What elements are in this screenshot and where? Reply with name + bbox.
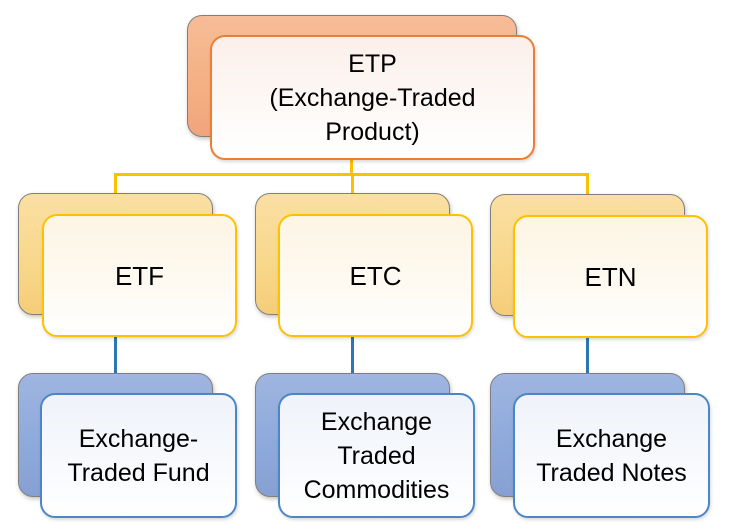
node-exchange-traded-commodities: Exchange Traded Commodities [278,393,475,518]
connector-etn-to-notes [586,330,589,374]
node-etc-label: ETC [349,260,402,291]
node-etf: ETF [42,214,237,337]
node-etn: ETN [513,215,708,338]
node-etf-label: ETF [114,260,165,291]
node-exchange-traded-notes: Exchange Traded Notes [513,393,710,518]
connector-etf-to-fund [114,330,117,374]
node-etc: ETC [278,214,473,337]
connector-etc-to-commodities [351,330,354,374]
node-exchange-traded-notes-label: Exchange Traded Notes [536,424,687,487]
connector-drop-etf [114,173,117,195]
connector-drop-etn [586,173,589,195]
node-exchange-traded-fund: Exchange- Traded Fund [40,393,237,518]
connector-etp-stem [350,148,353,176]
node-exchange-traded-commodities-label: Exchange Traded Commodities [303,407,450,504]
node-etp: ETP (Exchange-Traded Product) [210,35,535,160]
node-etp-label: ETP (Exchange-Traded Product) [269,49,476,146]
node-etn-label: ETN [584,261,637,292]
node-exchange-traded-fund-label: Exchange- Traded Fund [67,424,210,487]
connector-drop-etc [351,173,354,195]
